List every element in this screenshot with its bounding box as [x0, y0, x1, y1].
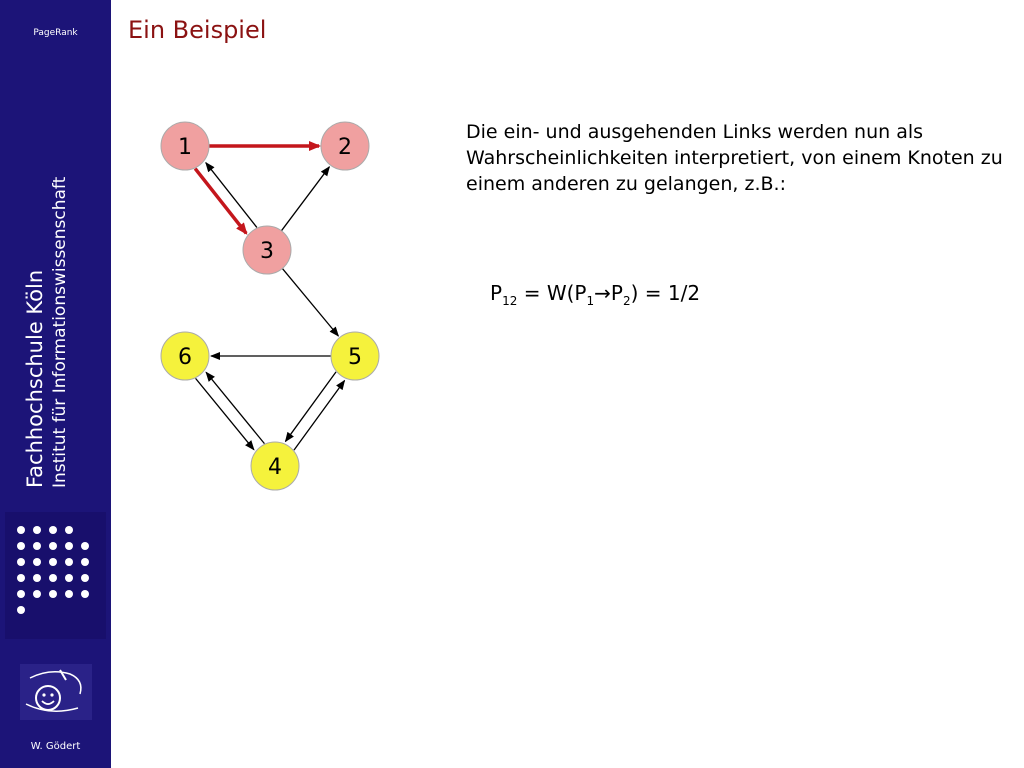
- author-name: W. Gödert: [30, 741, 81, 752]
- formula-to-sub: 2: [622, 294, 631, 308]
- decorative-dot: [17, 574, 25, 582]
- node-6: [160, 331, 210, 381]
- decorative-dot: [17, 606, 25, 614]
- decorative-dot: [33, 574, 41, 582]
- decorative-dot: [49, 542, 57, 550]
- node-4: [250, 441, 300, 491]
- edge-6-to-4: [195, 377, 255, 451]
- decorative-dot: [49, 574, 57, 582]
- decorative-dot: [81, 574, 89, 582]
- decorative-dot: [17, 558, 25, 566]
- decorative-dot: [65, 558, 73, 566]
- link-graph: 1 2 3 4 5 6: [160, 121, 380, 491]
- formula-symbol-sub: 12: [502, 294, 518, 308]
- edge-1-to-3: [193, 167, 248, 235]
- edge-3-to-1: [205, 161, 258, 228]
- decorative-dot: [33, 590, 41, 598]
- node-5: [330, 331, 380, 381]
- sidebar-topic: PageRank: [33, 28, 78, 38]
- edge-4-to-5: [293, 379, 346, 451]
- school-name: Fachhochschule Köln: [23, 269, 47, 488]
- smiley-logo-icon: [25, 669, 82, 712]
- sidebar: PageRank Fachhochschule Köln Institut fü…: [0, 0, 111, 768]
- decorative-dot: [33, 526, 41, 534]
- decorative-dot: [65, 574, 73, 582]
- logo: [20, 664, 92, 720]
- decorative-dot: [33, 542, 41, 550]
- graph-nodes: 1 2 3 4 5 6: [160, 121, 380, 491]
- decorative-dot: [81, 558, 89, 566]
- decorative-dot: [49, 526, 57, 534]
- decorative-dot: [65, 542, 73, 550]
- formula-equals: = W(P: [523, 281, 587, 305]
- decorative-dot: [81, 590, 89, 598]
- formula-from-sub: 1: [586, 294, 595, 308]
- slide-title: Ein Beispiel: [128, 16, 267, 44]
- edge-3-to-5: [281, 268, 340, 337]
- explanation-text: Die ein- und ausgehenden Links werden nu…: [466, 121, 1003, 195]
- decorative-dot: [49, 590, 57, 598]
- edge-3-to-2: [280, 165, 330, 232]
- node-label-3: 3: [260, 239, 274, 264]
- edge-4-to-6: [205, 371, 265, 445]
- formula-result: ) = 1/2: [630, 281, 701, 305]
- node-label-5: 5: [348, 345, 362, 370]
- node-2: [320, 121, 370, 171]
- decorative-dot: [81, 542, 89, 550]
- decorative-dot: [17, 542, 25, 550]
- node-1: [160, 121, 210, 171]
- institute-name: Institut für Informationswissenschaft: [50, 176, 70, 488]
- node-label-2: 2: [338, 135, 352, 160]
- dot-pattern-panel: [5, 512, 106, 639]
- decorative-dot: [49, 558, 57, 566]
- node-label-1: 1: [178, 135, 192, 160]
- sidebar-vertical-text: Fachhochschule Köln Institut für Informa…: [22, 108, 92, 488]
- graph-edges: [193, 141, 346, 451]
- decorative-dot: [65, 590, 73, 598]
- decorative-dot: [65, 526, 73, 534]
- edge-5-to-4: [284, 371, 337, 443]
- formula-symbol: P: [490, 281, 503, 305]
- arrow-icon: →: [594, 281, 611, 305]
- decorative-dot: [17, 526, 25, 534]
- decorative-dot: [33, 558, 41, 566]
- decorative-dot: [17, 590, 25, 598]
- node-label-6: 6: [178, 345, 192, 370]
- node-label-4: 4: [268, 455, 282, 480]
- formula-to: P: [610, 281, 623, 305]
- node-3: [242, 225, 292, 275]
- probability-formula: P12 = W(P1→P2) = 1/2: [490, 281, 700, 308]
